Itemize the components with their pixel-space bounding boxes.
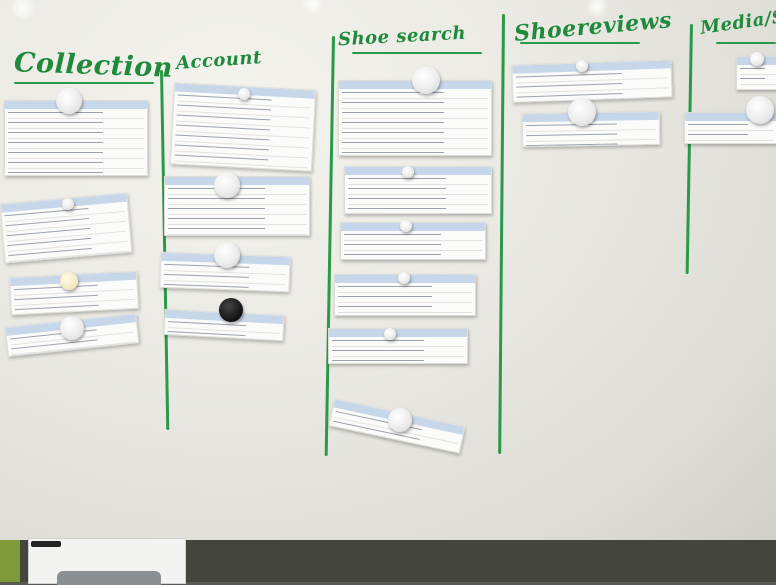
header-underline — [352, 52, 482, 54]
magnet — [56, 88, 82, 114]
column-divider — [685, 24, 693, 275]
magnet — [398, 272, 410, 284]
magnet — [214, 242, 240, 268]
magnet — [62, 198, 74, 210]
column-divider — [160, 69, 170, 430]
magnet — [214, 172, 240, 198]
marker — [31, 541, 61, 547]
magnet — [750, 52, 764, 66]
magnet — [568, 98, 596, 126]
light-glare — [8, 0, 38, 20]
header-underline — [520, 42, 640, 44]
header-account: Account — [175, 47, 263, 74]
card-title — [341, 223, 485, 231]
whiteboard: Collection Account Shoe search Shoerevie… — [0, 0, 776, 560]
sticky-card — [328, 328, 468, 364]
sticky-card — [344, 166, 492, 214]
magnet — [412, 66, 440, 94]
magnet — [60, 272, 78, 290]
magnet — [388, 408, 412, 432]
sticky-card — [338, 80, 492, 156]
header-shoe-search: Shoe search — [337, 22, 467, 51]
header-collection: Collection — [13, 47, 174, 84]
header-underline — [716, 42, 776, 44]
sticky-card — [340, 222, 486, 260]
header-underline — [14, 82, 154, 84]
magnet — [576, 60, 588, 72]
magnet — [746, 96, 774, 124]
column-divider — [498, 14, 505, 455]
light-glare — [584, 0, 610, 18]
card-title — [329, 329, 467, 337]
card-title — [345, 167, 491, 175]
header-media: Media/S — [698, 6, 776, 39]
magnet — [60, 316, 84, 340]
magnet — [384, 328, 396, 340]
magnet — [400, 220, 412, 232]
magnet — [402, 166, 414, 178]
card-title — [685, 113, 776, 121]
magnet — [219, 298, 243, 322]
column-divider — [324, 36, 335, 456]
light-glare — [300, 0, 326, 14]
eraser — [57, 571, 161, 585]
marker-tray — [28, 538, 186, 585]
magnet — [238, 88, 250, 100]
sticky-card — [511, 59, 673, 103]
